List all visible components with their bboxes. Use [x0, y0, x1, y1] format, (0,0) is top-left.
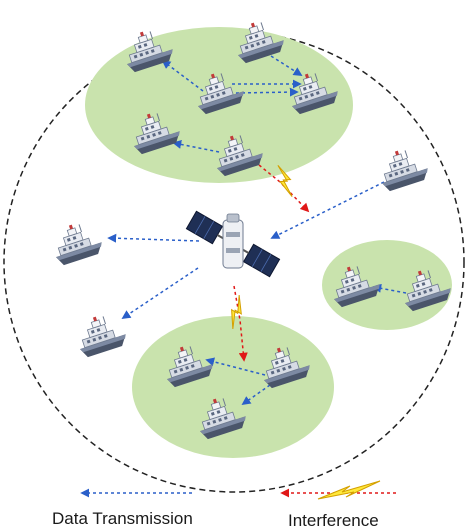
- legend-data-transmission-label: Data Transmission: [52, 509, 193, 528]
- lightning-icon: [317, 480, 381, 500]
- data-link: [205, 357, 266, 376]
- cluster-bottom: [132, 316, 334, 458]
- ship-icon: [47, 217, 106, 268]
- cluster-right: [322, 240, 452, 330]
- data-link: [121, 267, 199, 319]
- legend: [80, 480, 396, 500]
- data-link: [161, 59, 204, 92]
- ship-icon: [71, 309, 130, 360]
- ship-icon: [373, 143, 432, 194]
- data-link: [270, 181, 385, 239]
- data-link: [107, 233, 200, 243]
- satellite-icon: [185, 210, 281, 278]
- interference-link: [233, 285, 248, 362]
- data-link: [235, 87, 299, 97]
- legend-interference-label: Interference: [288, 511, 379, 530]
- data-link: [172, 139, 220, 153]
